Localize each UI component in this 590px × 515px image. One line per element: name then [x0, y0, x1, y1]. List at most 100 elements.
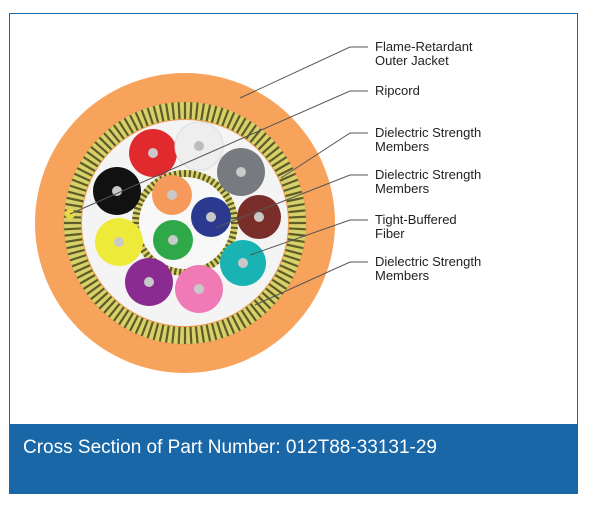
- outer-strength-ring-stripe: [189, 102, 193, 120]
- outer-strength-ring-stripe: [140, 109, 149, 127]
- outer-strength-ring-stripe: [118, 309, 130, 326]
- outer-strength-ring-stripe: [288, 209, 306, 214]
- outer-strength-ring-stripe: [261, 291, 276, 305]
- leader-line-strength-3: [254, 261, 368, 306]
- fiber-yellow: [95, 218, 143, 266]
- outer-strength-ring-stripe: [216, 321, 224, 339]
- outer-strength-ring-stripe: [261, 141, 276, 155]
- inner-strength-ring-stripe: [178, 267, 182, 276]
- outer-strength-ring-stripe: [277, 167, 294, 177]
- outer-strength-ring-stripe: [98, 136, 113, 151]
- outer-strength-ring-stripe: [286, 196, 304, 203]
- outer-strength-ring-stripe: [216, 107, 224, 125]
- inner-strength-ring-stripe: [227, 235, 237, 240]
- outer-strength-ring-stripe: [134, 317, 144, 334]
- outer-strength-ring-stripe: [245, 306, 258, 322]
- inner-strength-ring-stripe: [224, 197, 233, 203]
- leader-line-jacket: [239, 46, 368, 99]
- caption-bar: Cross Section of Part Number: 012T88-331…: [9, 424, 578, 494]
- outer-strength-ring-stripe: [210, 105, 218, 123]
- outer-strength-ring-stripe: [236, 312, 247, 329]
- leader-line-strength-1: [280, 132, 368, 179]
- inner-strength-ring-stripe: [205, 175, 211, 184]
- outer-strength-ring-stripe: [171, 326, 176, 344]
- outer-strength-ring-stripe: [123, 117, 134, 134]
- fiber-rose: [175, 265, 223, 313]
- fiber-black: [93, 167, 141, 215]
- outer-strength-ring-stripe: [268, 150, 284, 163]
- outer-strength-ring-stripe: [171, 102, 176, 120]
- outer-strength-ring-stripe: [66, 243, 84, 250]
- outer-strength-ring-stripe: [287, 202, 305, 208]
- label-strength-members-3: Dielectric Strength Members: [375, 254, 482, 283]
- outer-strength-ring-stripe: [103, 132, 117, 147]
- inner-strength-ring-stripe: [133, 206, 143, 211]
- inner-strength-ring-stripe: [140, 247, 149, 254]
- outer-strength-ring-stripe: [194, 102, 199, 120]
- outer-strength-ring-stripe: [231, 315, 241, 332]
- outer-strength-ring-stripe: [67, 190, 85, 198]
- outer-strength-ring-stripe: [271, 278, 288, 290]
- outer-strength-ring-stripe: [129, 114, 139, 131]
- outer-strength-ring-stripe: [265, 145, 280, 159]
- outer-strength-ring-stripe: [74, 172, 91, 182]
- outer-strength-ring-stripe: [236, 117, 247, 134]
- outer-strength-ring-stripe: [277, 269, 294, 279]
- inner-strength-ring-stripe: [219, 188, 227, 196]
- inner-strength-ring-stripe: [188, 170, 192, 179]
- outer-strength-ring-stripe: [76, 167, 93, 177]
- outer-strength-ring-stripe: [285, 248, 303, 256]
- fiber-red: [129, 129, 177, 177]
- label-strength-members-1: Dielectric Strength Members: [375, 125, 482, 154]
- dielectric-strength-members-outer: [64, 102, 306, 344]
- outer-strength-ring-stripe: [265, 287, 280, 301]
- outer-strength-ring-stripe: [140, 319, 149, 337]
- outer-strength-ring-stripe: [107, 128, 121, 143]
- outer-strength-ring-stripe: [271, 156, 288, 168]
- outer-strength-ring-stripe: [69, 184, 87, 192]
- inner-strength-ring-stripe: [212, 257, 220, 265]
- leader-line-strength-2: [214, 174, 368, 229]
- leader-lines: [69, 46, 368, 306]
- outer-strength-ring-stripe: [164, 103, 170, 121]
- outer-strength-ring-stripe: [194, 326, 199, 344]
- outer-strength-ring-stripe: [158, 324, 165, 342]
- outer-strength-ring-stripe: [249, 303, 263, 318]
- outer-strength-ring-stripe: [279, 172, 296, 182]
- outer-strength-ring-stripe: [268, 283, 284, 296]
- outer-strength-ring-stripe: [221, 109, 230, 127]
- outer-strength-ring-stripe: [146, 107, 154, 125]
- inner-strength-ring-stripe: [228, 230, 238, 235]
- outer-strength-ring-stripe: [123, 312, 134, 329]
- outer-strength-ring-stripe: [71, 178, 89, 187]
- outer-strength-ring-stripe: [66, 196, 84, 203]
- outer-strength-ring-stripe: [231, 114, 241, 131]
- outer-strength-ring-stripe: [288, 215, 306, 219]
- fiber-green: [153, 220, 193, 260]
- outer-strength-ring-stripe: [64, 227, 82, 231]
- outer-strength-ring-stripe: [279, 264, 296, 274]
- outer-strength-ring-stripe: [129, 315, 139, 332]
- fiber-gray: [217, 148, 265, 196]
- inner-strength-ring-stripe: [212, 181, 220, 189]
- outer-strength-ring-stripe: [82, 278, 99, 290]
- outer-strength-ring-stripe: [94, 141, 109, 155]
- outer-strength-ring-stripe: [200, 103, 206, 121]
- inner-strength-ring-stripe: [132, 216, 141, 220]
- outer-strength-ring-stripe: [253, 132, 267, 147]
- outer-strength-ring-stripe: [283, 254, 301, 262]
- inner-strength-ring-stripe: [229, 216, 238, 220]
- outer-strength-ring-stripe: [221, 319, 230, 337]
- outer-strength-ring-stripe: [205, 104, 212, 122]
- outer-strength-ring-stripe: [118, 120, 130, 137]
- outer-strength-ring-stripe: [65, 202, 83, 208]
- outer-strength-ring-stripe: [205, 324, 212, 342]
- outer-strength-ring-stripe: [65, 238, 83, 244]
- outer-strength-ring-stripe: [107, 303, 121, 318]
- inner-strength-ring-stripe: [140, 192, 149, 199]
- outer-strength-ring-stripe: [103, 299, 117, 314]
- leader-line-fiber: [249, 219, 368, 256]
- leader-line-ripcord: [69, 90, 368, 215]
- outer-strength-ring-stripe: [164, 325, 170, 343]
